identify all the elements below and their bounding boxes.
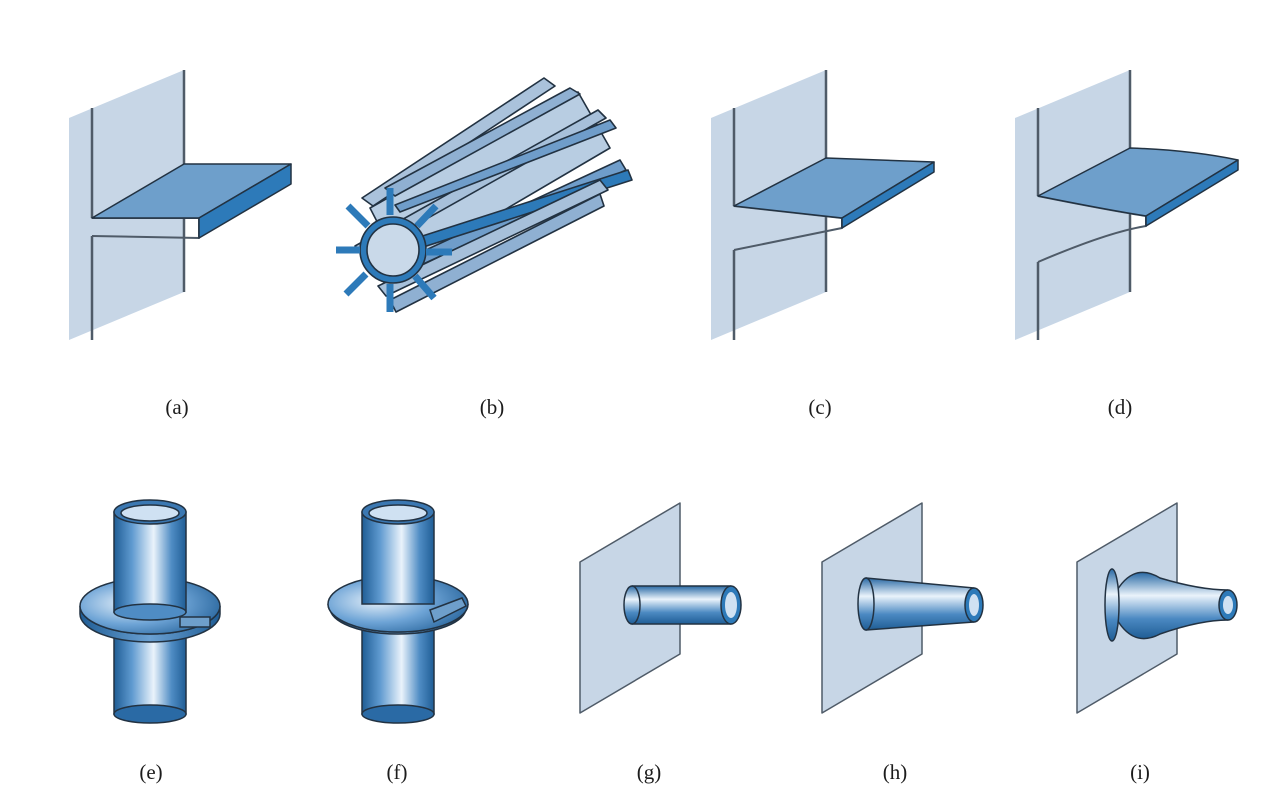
concave-parabolic-fin-icon — [1015, 70, 1239, 340]
caption-c: (c) — [808, 395, 832, 419]
cylindrical-pin-fin-icon — [579, 502, 742, 714]
caption-a: (a) — [165, 395, 189, 419]
caption-i: (i) — [1130, 760, 1150, 784]
annular-tube-longitudinal-fins-icon — [336, 77, 633, 313]
straight-rectangular-fin-icon — [69, 70, 292, 340]
annular-fin-tapered-icon — [327, 499, 469, 724]
caption-g: (g) — [636, 760, 662, 784]
caption-f: (f) — [386, 760, 408, 784]
conical-pin-fin-icon — [821, 502, 984, 714]
caption-d: (d) — [1107, 395, 1133, 419]
annular-fin-rectangular-icon — [79, 499, 221, 724]
caption-b: (b) — [479, 395, 505, 419]
trapezoidal-fin-icon — [711, 70, 935, 340]
concave-parabolic-pin-fin-icon — [1076, 502, 1238, 714]
caption-e: (e) — [139, 760, 163, 784]
caption-h: (h) — [882, 760, 908, 784]
